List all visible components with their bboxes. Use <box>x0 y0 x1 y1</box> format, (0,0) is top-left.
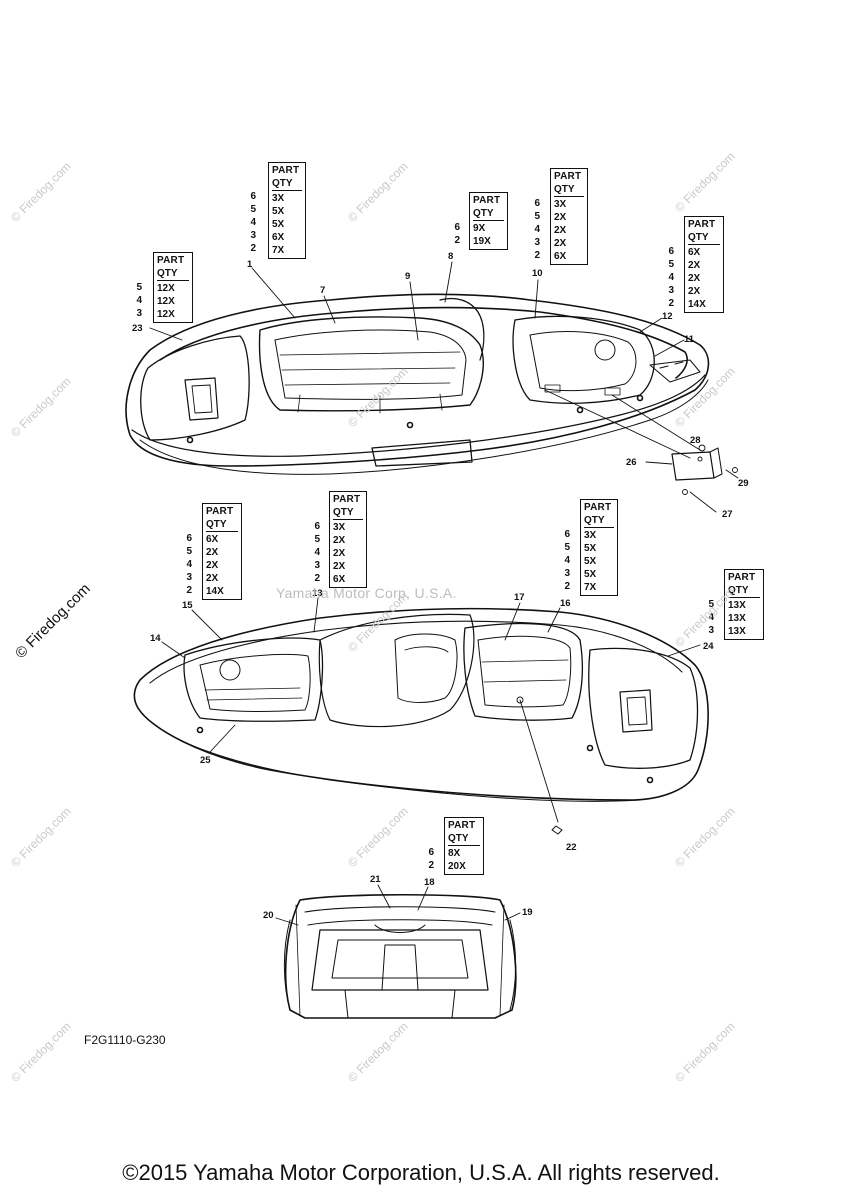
callout-27: 27 <box>722 509 733 520</box>
top-leader-lines <box>149 261 739 513</box>
callout-15: 15 <box>182 600 193 611</box>
callout-26: 26 <box>626 457 637 468</box>
bottom-leader-lines <box>275 884 521 926</box>
callout-21: 21 <box>370 874 381 885</box>
copyright-notice: ©2015 Yamaha Motor Corporation, U.S.A. A… <box>122 1160 720 1185</box>
callout-8: 8 <box>448 251 454 262</box>
callout-24: 24 <box>703 641 714 652</box>
callout-19: 19 <box>522 907 533 918</box>
callout-16: 16 <box>560 598 571 609</box>
callout-29: 29 <box>738 478 749 489</box>
callout-18: 18 <box>424 877 435 888</box>
callout-22: 22 <box>566 842 577 853</box>
callout-23: 23 <box>132 323 143 334</box>
callout-9: 9 <box>405 271 411 282</box>
callout-14: 14 <box>150 633 161 644</box>
callout-28: 28 <box>690 435 701 446</box>
callout-13: 13 <box>312 588 323 599</box>
callout-25: 25 <box>200 755 211 766</box>
middle-hull-drawing <box>133 607 709 802</box>
figure-code: F2G1110-G230 <box>84 1033 166 1047</box>
callout-17: 17 <box>514 592 525 603</box>
callout-12: 12 <box>662 311 673 322</box>
callout-11: 11 <box>684 334 695 345</box>
callout-20: 20 <box>263 910 274 921</box>
bottom-seat-drawing <box>283 893 517 1019</box>
middle-leader-lines <box>161 597 701 835</box>
corporate-watermark: Yamaha Motor Corp, U.S.A. <box>276 585 457 601</box>
top-hull-drawing <box>125 293 710 475</box>
callout-7: 7 <box>320 285 326 296</box>
callout-10: 10 <box>532 268 543 279</box>
callout-1: 1 <box>247 259 253 270</box>
